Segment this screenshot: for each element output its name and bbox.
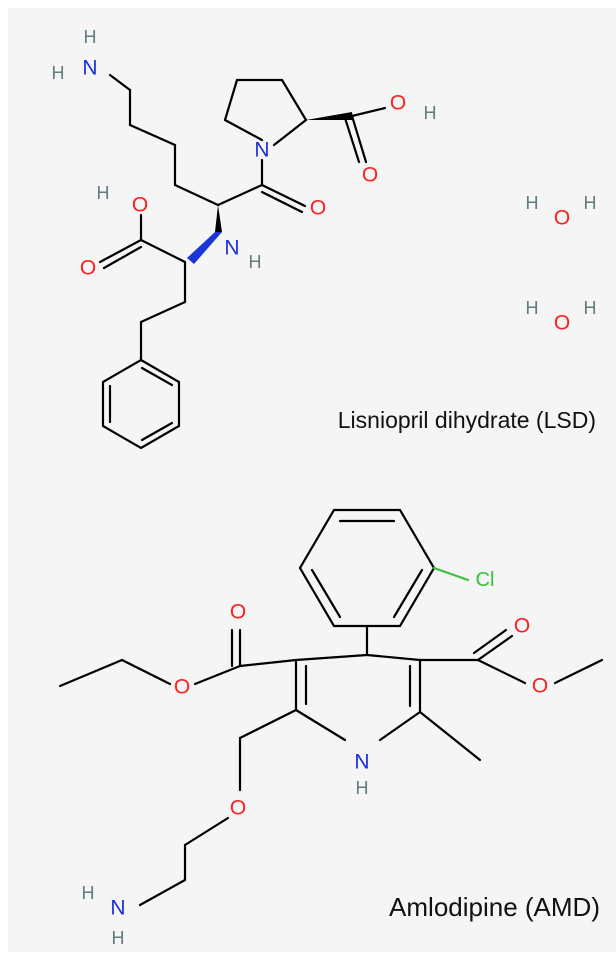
atom-label: H	[84, 27, 97, 47]
benzene-ring	[101, 358, 181, 450]
amlodipine-structure: Cl O O O O N H O H N H Amlodipine (AMD)	[58, 508, 604, 948]
atom-label: H	[97, 183, 110, 203]
bond	[472, 628, 508, 655]
atom-label: O	[174, 676, 190, 699]
bond	[238, 708, 298, 740]
water-o: O	[554, 207, 570, 230]
bond	[193, 664, 242, 686]
bond	[238, 658, 298, 668]
bond	[223, 78, 239, 122]
bond	[139, 300, 187, 324]
atom-label: O	[80, 257, 96, 280]
atom-label: N	[354, 751, 369, 774]
bond	[102, 245, 143, 270]
atom-label: N	[110, 897, 125, 920]
atom-label: O	[514, 615, 530, 638]
atom-label: H	[356, 778, 369, 798]
atom-label: O	[362, 164, 378, 187]
atom-label: O	[132, 194, 148, 217]
wedge-bond	[306, 112, 353, 120]
bond	[294, 708, 347, 742]
bond	[140, 421, 174, 442]
atom-label: H	[112, 928, 125, 948]
bond	[476, 634, 514, 662]
bond	[216, 183, 264, 207]
bond	[128, 123, 177, 147]
atom-label: O	[532, 675, 548, 698]
atom-label: N	[82, 57, 97, 80]
atom-label: H	[249, 252, 262, 272]
atom-label: N	[254, 139, 269, 162]
water-h: H	[526, 298, 539, 318]
bond	[418, 710, 482, 762]
bond	[173, 183, 220, 207]
atom-label: N	[224, 237, 239, 260]
bond	[108, 73, 132, 92]
wedge-bond	[215, 205, 222, 232]
figure-panel	[8, 8, 616, 952]
bond	[350, 106, 387, 118]
water-h: H	[584, 298, 597, 318]
bond	[260, 190, 304, 214]
bond	[280, 78, 308, 122]
bond	[98, 238, 143, 264]
bond	[272, 118, 308, 147]
atom-label: O	[310, 197, 326, 220]
bond	[476, 658, 527, 685]
bond	[378, 710, 422, 742]
bond	[260, 183, 307, 208]
atom-label: O	[390, 92, 406, 115]
chlorophenyl-ring	[298, 508, 436, 628]
bond	[310, 568, 342, 619]
water-h: H	[584, 193, 597, 213]
bond	[350, 114, 368, 164]
atom-label: O	[230, 601, 246, 624]
water-h: H	[526, 193, 539, 213]
bond	[120, 658, 172, 686]
atom-label: O	[230, 797, 246, 820]
atom-label: Cl	[476, 569, 495, 591]
bond	[392, 568, 424, 619]
bond	[139, 238, 187, 264]
water-o: O	[554, 312, 570, 335]
bond	[343, 116, 361, 164]
lisinopril-structure: H H N N O H O O N H H O O H O H H O H Li…	[52, 27, 597, 450]
caption-amlodipine: Amlodipine (AMD)	[389, 892, 600, 922]
atom-label: H	[52, 63, 65, 83]
bond	[294, 653, 369, 662]
atom-label: H	[82, 883, 95, 903]
bond	[140, 366, 174, 387]
bond	[223, 118, 264, 142]
bond	[183, 816, 230, 847]
bond	[365, 653, 422, 662]
bond	[553, 658, 604, 685]
wedge-bond	[187, 232, 222, 264]
bond	[138, 878, 187, 907]
bond	[432, 566, 470, 582]
atom-label: H	[424, 103, 437, 123]
bond	[58, 658, 124, 688]
caption-lisinopril: Lisniopril dihydrate (LSD)	[338, 407, 596, 433]
